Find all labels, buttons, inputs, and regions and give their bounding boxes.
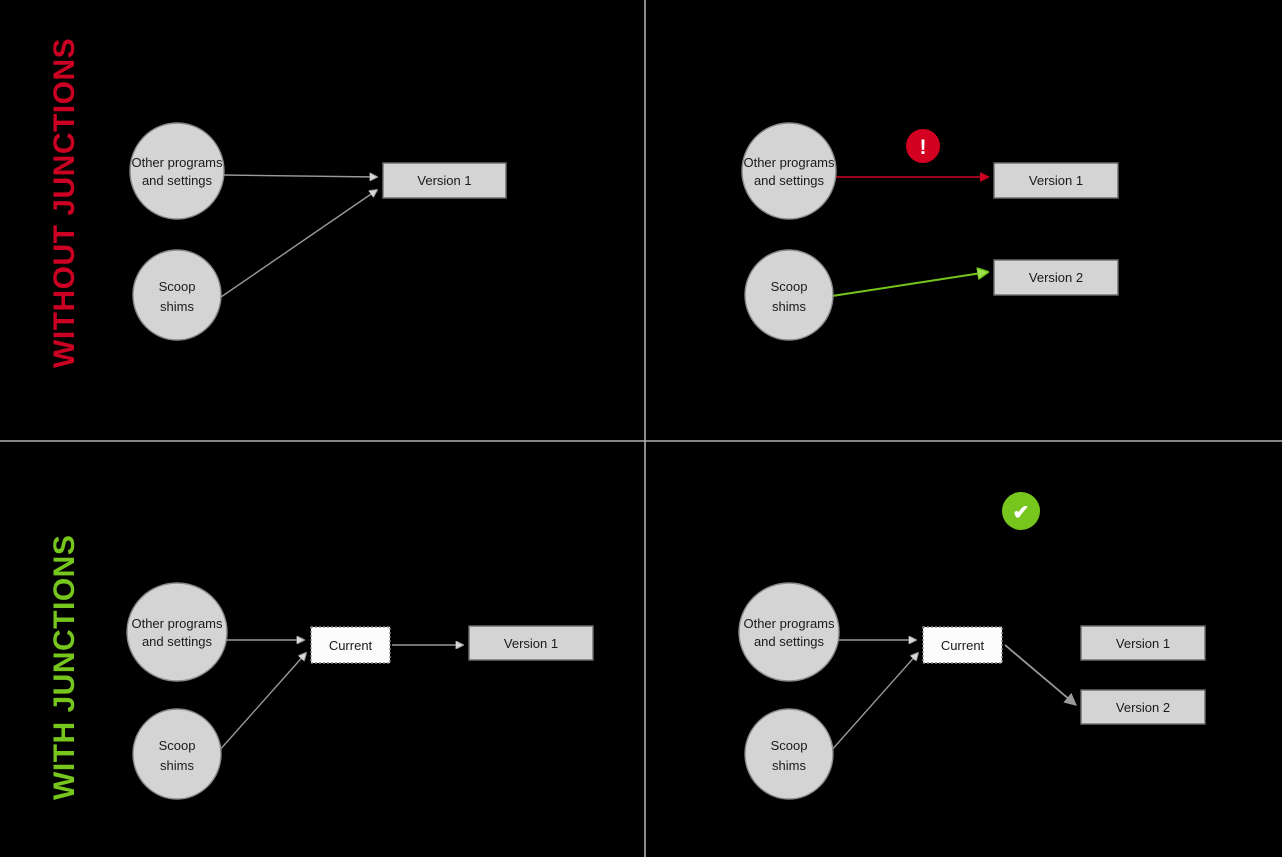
node-other-programs-tl-line1: Other programs — [131, 155, 223, 170]
node-other-programs-bl[interactable] — [126, 582, 228, 682]
panel-label-with-junctions: WITH JUNCTIONS — [48, 534, 81, 800]
node-other-programs-tr-line1: Other programs — [743, 155, 835, 170]
box-current-br-label: Current — [941, 638, 985, 653]
edge-scoop-to-version2-tr — [831, 272, 988, 297]
edge-scoop-to-version1-tl — [220, 190, 377, 298]
node-other-programs-tl[interactable] — [129, 122, 225, 220]
node-scoop-shims-tr[interactable] — [744, 249, 834, 341]
box-version1-br[interactable] — [1080, 625, 1206, 661]
node-other-programs-tr[interactable] — [741, 122, 837, 220]
node-scoop-shims-tr-line2: shims — [772, 299, 806, 314]
quadrant-top-right: Version 1 Version 2 Other programs and s… — [741, 122, 1119, 341]
node-scoop-shims-bl-line2: shims — [160, 758, 194, 773]
box-version2-tr[interactable] — [993, 259, 1119, 296]
node-scoop-shims-br[interactable] — [744, 708, 834, 800]
box-version2-br[interactable] — [1080, 689, 1206, 725]
box-version2-tr-label: Version 2 — [1029, 270, 1083, 285]
node-other-programs-bl-line2: and settings — [142, 634, 213, 649]
node-other-programs-bl-line1: Other programs — [131, 616, 223, 631]
node-other-programs-tl-line2: and settings — [142, 173, 213, 188]
quadrant-top-left: Version 1 Other programs and settings Sc… — [129, 122, 507, 341]
error-badge-circle — [906, 129, 940, 163]
quadrant-bottom-right: Current Version 1 Version 2 Other progra… — [738, 492, 1206, 800]
quadrant-bottom-left: Current Version 1 Other programs and set… — [126, 582, 594, 800]
box-current-bl-label: Current — [329, 638, 373, 653]
edge-scoop-to-current-br — [829, 653, 918, 753]
node-scoop-shims-bl-line1: Scoop — [159, 738, 196, 753]
node-scoop-shims-tl-line1: Scoop — [159, 279, 196, 294]
node-other-programs-br[interactable] — [738, 582, 840, 682]
panel-label-without-junctions: WITHOUT JUNCTIONS — [48, 37, 81, 368]
box-version1-tr-label: Version 1 — [1029, 173, 1083, 188]
success-badge: ✔ — [1002, 492, 1040, 530]
node-scoop-shims-br-line1: Scoop — [771, 738, 808, 753]
node-scoop-shims-tl-line2: shims — [160, 299, 194, 314]
edge-scoop-to-current-bl — [217, 653, 306, 753]
node-scoop-shims-bl[interactable] — [132, 708, 222, 800]
node-other-programs-br-line2: and settings — [754, 634, 825, 649]
box-version1-bl-label: Version 1 — [504, 636, 558, 651]
node-scoop-shims-tr-line1: Scoop — [771, 279, 808, 294]
box-current-br[interactable] — [922, 626, 1003, 664]
box-version1-tl-label: Version 1 — [417, 173, 471, 188]
node-other-programs-br-line1: Other programs — [743, 616, 835, 631]
success-badge-glyph: ✔ — [1013, 502, 1030, 524]
node-scoop-shims-br-line2: shims — [772, 758, 806, 773]
error-badge-glyph: ! — [920, 136, 927, 159]
edge-current-to-version2-br — [1004, 644, 1077, 706]
edge-other-to-version1-tl — [221, 175, 377, 177]
box-current-bl[interactable] — [310, 626, 391, 664]
success-badge-circle — [1002, 492, 1040, 530]
node-scoop-shims-tl[interactable] — [132, 249, 222, 341]
box-version1-br-label: Version 1 — [1116, 636, 1170, 651]
box-version1-tl[interactable] — [382, 162, 507, 199]
box-version2-br-label: Version 2 — [1116, 700, 1170, 715]
node-other-programs-tr-line2: and settings — [754, 173, 825, 188]
box-version1-tr[interactable] — [993, 162, 1119, 199]
error-badge: ! — [906, 129, 940, 163]
box-version1-bl[interactable] — [468, 625, 594, 661]
